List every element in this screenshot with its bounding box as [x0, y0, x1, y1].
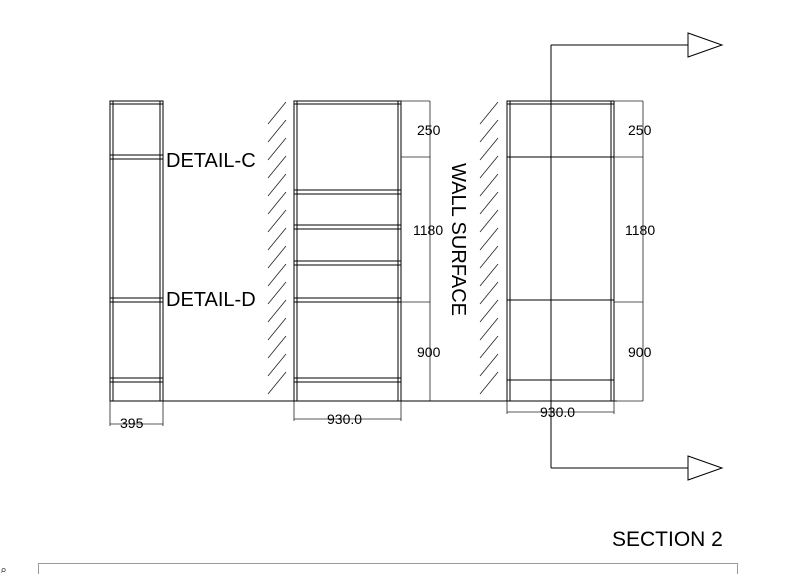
command-line-icon[interactable]: ⌕ — [0, 564, 7, 577]
front-elevation: 250 1180 900 930.0 — [293, 100, 443, 427]
detail-c-label: DETAIL-C — [166, 150, 256, 172]
section-cut-marker — [550, 32, 724, 481]
front-middle-dimension: 1180 — [413, 222, 443, 238]
wall-hatch-right — [479, 101, 499, 395]
side-width-dimension: 395 — [120, 415, 144, 431]
front-top-dimension: 250 — [417, 122, 441, 138]
side-elevation: 395 — [109, 100, 164, 431]
section-elevation: 250 1180 900 930.0 — [506, 100, 655, 420]
back-width-dimension: 930.0 — [540, 404, 575, 420]
wall-surface-label: WALL SURFACE — [447, 163, 469, 316]
front-bottom-dimension: 900 — [417, 344, 441, 360]
cad-drawing: 395 DETAIL-C DETAIL-D — [109, 32, 724, 551]
section-title: SECTION 2 — [612, 528, 723, 551]
detail-d-label: DETAIL-D — [166, 289, 256, 311]
back-middle-dimension: 1180 — [625, 222, 655, 238]
back-bottom-dimension: 900 — [628, 344, 652, 360]
front-width-dimension: 930.0 — [327, 411, 362, 427]
back-top-dimension: 250 — [628, 122, 652, 138]
command-line-input[interactable] — [38, 563, 738, 574]
wall-hatch-left — [267, 101, 287, 395]
section-arrow-bottom-icon — [687, 455, 724, 481]
section-arrow-top-icon — [687, 32, 724, 58]
